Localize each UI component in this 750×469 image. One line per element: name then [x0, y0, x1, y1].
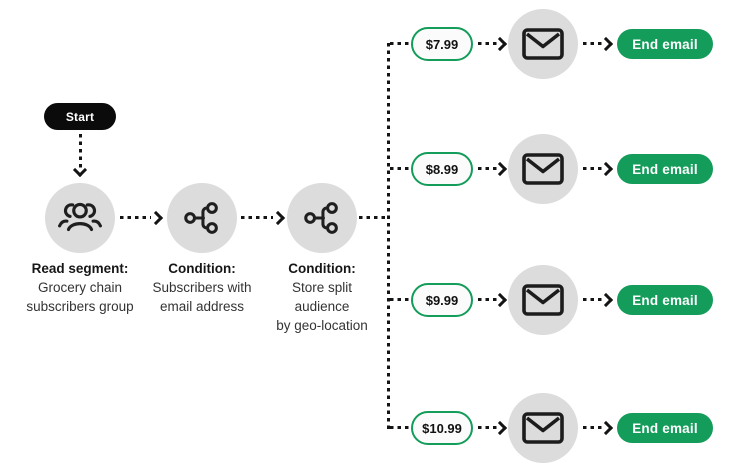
dotted-connector: [478, 298, 497, 301]
email-node[interactable]: [508, 265, 578, 335]
arrowhead-icon: [492, 36, 508, 52]
arrowhead-icon: [270, 210, 286, 226]
users-group-icon: [57, 198, 103, 238]
price-pill[interactable]: $10.99: [411, 411, 473, 445]
read-segment-label: Read segment: Grocery chain subscribers …: [26, 261, 134, 314]
dotted-connector: [583, 298, 603, 301]
read-segment-node[interactable]: [45, 183, 115, 253]
arrowhead-icon: [598, 420, 614, 436]
arrowhead-icon: [492, 292, 508, 308]
condition-geo-node[interactable]: [287, 183, 357, 253]
email-envelope-icon: [522, 153, 564, 185]
email-node[interactable]: [508, 393, 578, 463]
condition-email-label: Condition: Subscribers with email addres…: [152, 261, 252, 314]
email-envelope-icon: [522, 412, 564, 444]
arrowhead-icon: [148, 210, 164, 226]
dotted-connector: [390, 426, 411, 429]
email-node[interactable]: [508, 9, 578, 79]
arrowhead-icon: [598, 36, 614, 52]
dotted-connector: [478, 426, 497, 429]
dotted-connector: [390, 42, 411, 45]
price-pill[interactable]: $7.99: [411, 27, 473, 61]
dotted-connector: [478, 42, 497, 45]
arrowhead-icon: [598, 161, 614, 177]
end-email-node[interactable]: End email: [617, 413, 713, 443]
dotted-connector: [390, 167, 411, 170]
dotted-connector: [390, 298, 411, 301]
end-email-node[interactable]: End email: [617, 29, 713, 59]
dotted-connector: [583, 426, 603, 429]
branch-split-icon: [303, 199, 341, 237]
email-node[interactable]: [508, 134, 578, 204]
price-pill[interactable]: $8.99: [411, 152, 473, 186]
branch-split-icon: [183, 199, 221, 237]
email-envelope-icon: [522, 284, 564, 316]
dotted-connector: [583, 42, 603, 45]
condition-email-node[interactable]: [167, 183, 237, 253]
dotted-connector: [241, 216, 273, 219]
end-email-node[interactable]: End email: [617, 285, 713, 315]
dotted-connector: [478, 167, 497, 170]
condition-geo-label: Condition: Store split audience by geo-l…: [276, 261, 368, 333]
dotted-connector: [120, 216, 151, 219]
arrowhead-icon: [72, 162, 88, 178]
email-envelope-icon: [522, 28, 564, 60]
price-pill[interactable]: $9.99: [411, 283, 473, 317]
dotted-connector: [583, 167, 603, 170]
end-email-node[interactable]: End email: [617, 154, 713, 184]
dotted-connector: [79, 134, 82, 168]
arrowhead-icon: [492, 420, 508, 436]
start-node[interactable]: Start: [44, 103, 116, 130]
arrowhead-icon: [492, 161, 508, 177]
start-label: Start: [65, 109, 95, 124]
branch-rail-connector: [387, 43, 390, 429]
dotted-connector: [359, 216, 388, 219]
arrowhead-icon: [598, 292, 614, 308]
